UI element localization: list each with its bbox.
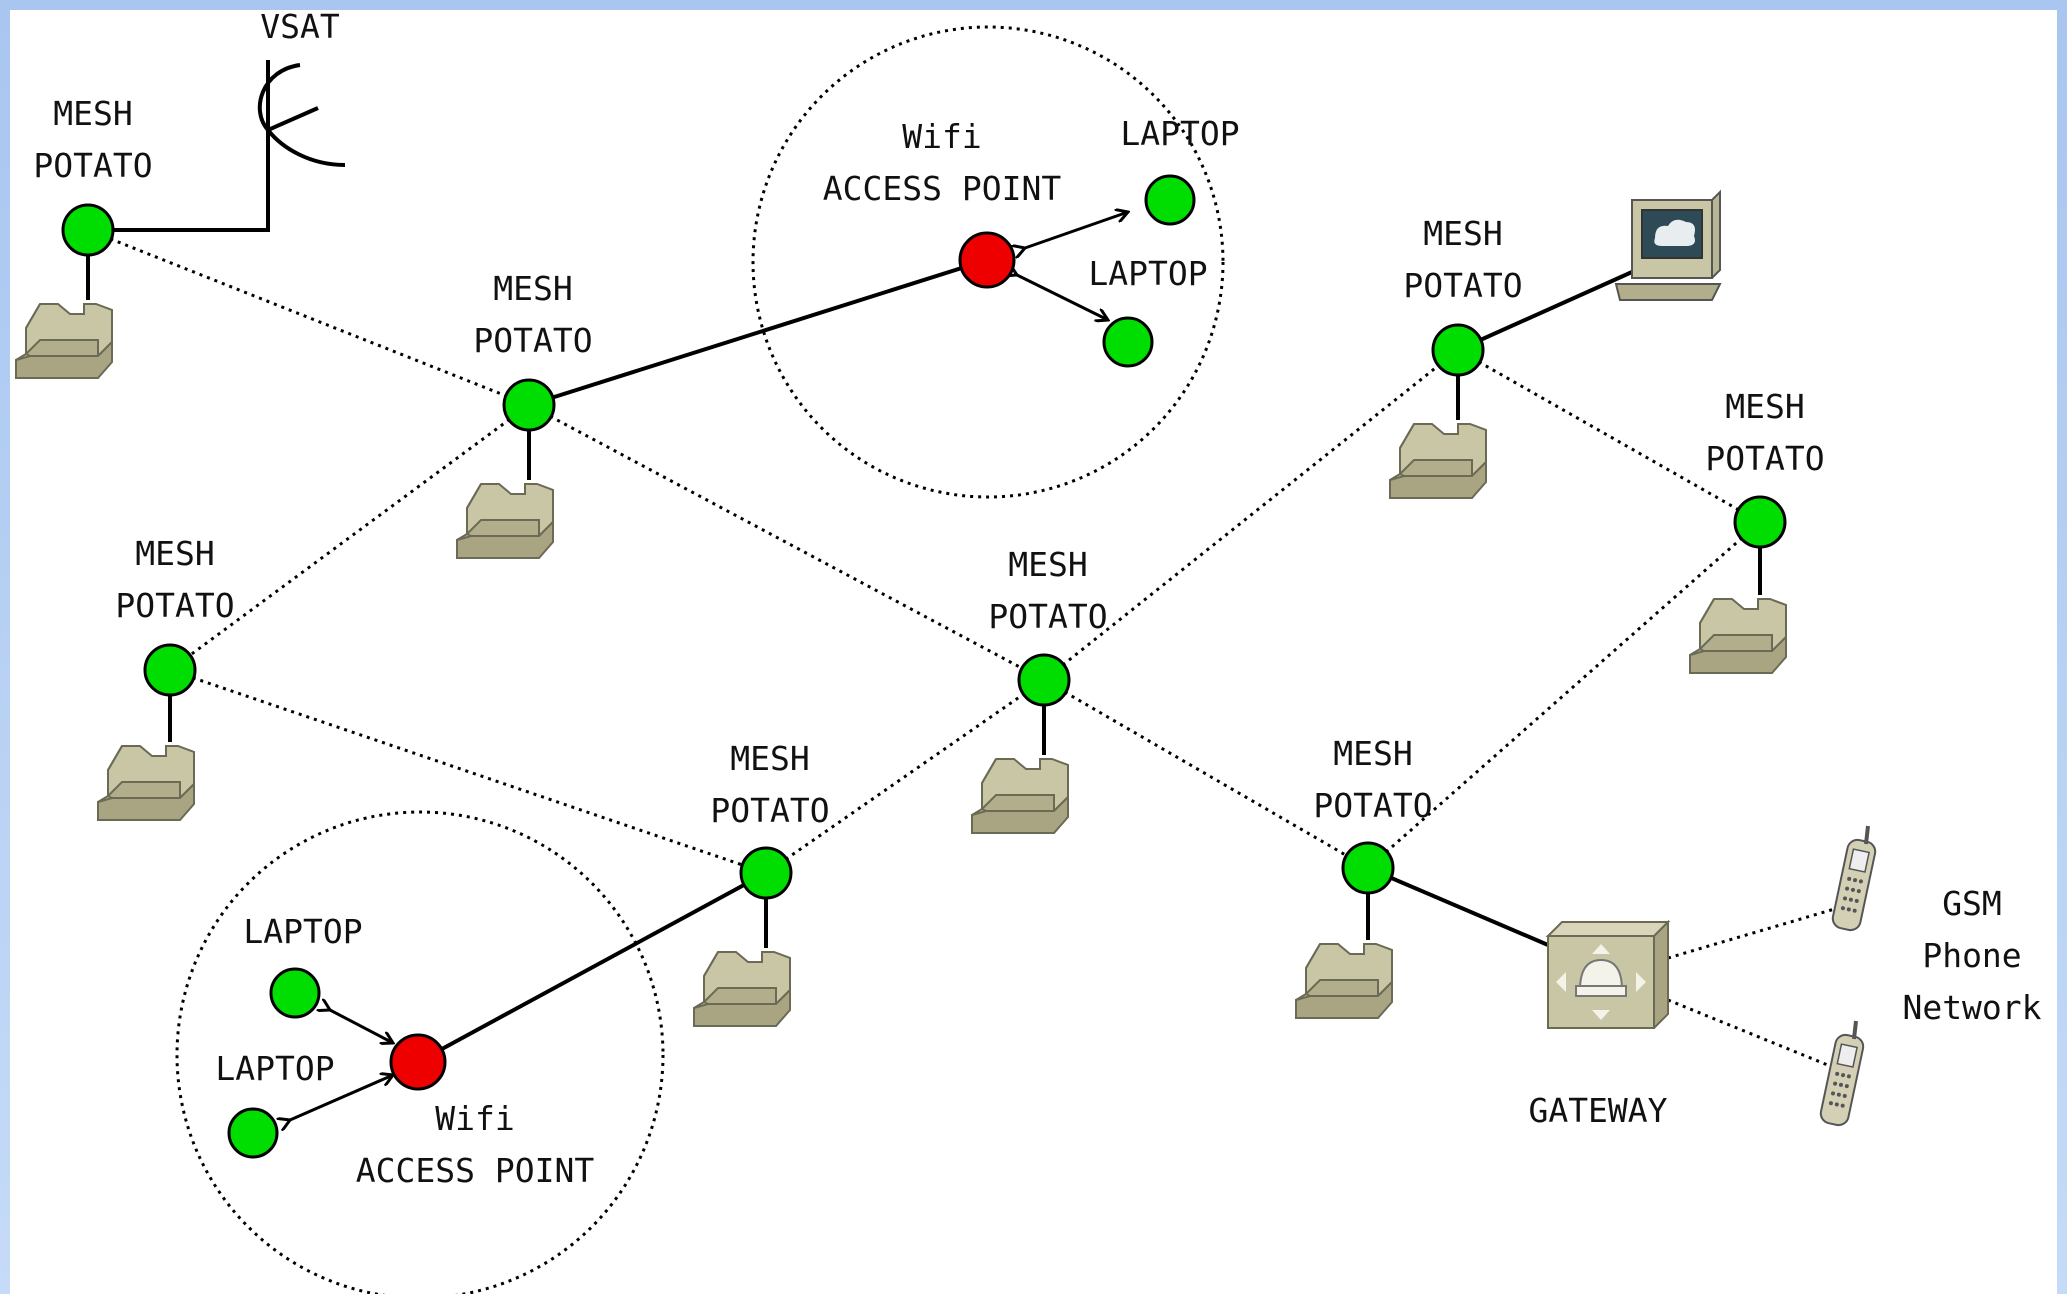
wifi-zone-2 — [175, 810, 665, 1294]
desk-phone-icon — [971, 758, 1069, 834]
mp4-label-2: POTATO — [710, 791, 829, 830]
mesh-links — [87, 228, 1856, 1072]
gsm-label-2: Phone — [1922, 936, 2021, 975]
mp5-label-2: POTATO — [988, 597, 1107, 636]
computer-icon — [1614, 189, 1722, 301]
ap1-laptop-1-label: LAPTOP — [1120, 114, 1239, 153]
desk-phone-icon — [1295, 943, 1393, 1019]
mp1-label-2: POTATO — [33, 146, 152, 185]
ap2-label-2: ACCESS POINT — [356, 1151, 595, 1190]
ap1-label-2: ACCESS POINT — [823, 169, 1062, 208]
mp2-label-1: MESH — [493, 269, 572, 308]
desk-phone-icon — [1389, 423, 1487, 499]
mesh-nodes — [61, 174, 1787, 1159]
gateway-phone-icon — [1545, 919, 1671, 1029]
access-point-node-ap2 — [389, 1033, 447, 1091]
vsat-label: VSAT — [260, 10, 340, 46]
ap2-label-1: Wifi — [435, 1099, 514, 1138]
desk-phone-icon — [1689, 598, 1787, 674]
mp2-label-2: POTATO — [473, 321, 592, 360]
mp5-label-1: MESH — [1008, 545, 1087, 584]
mp4-label-1: MESH — [730, 739, 809, 778]
mesh-node-mp5 — [1017, 653, 1071, 707]
laptop-node — [1144, 174, 1196, 226]
ap2-laptop-1-label: LAPTOP — [243, 912, 362, 951]
laptop-node — [269, 967, 321, 1019]
wifi-arrows — [290, 212, 1128, 1120]
mp8-label-2: POTATO — [1705, 439, 1824, 478]
mp1-label-1: MESH — [53, 94, 132, 133]
mesh-node-mp8 — [1733, 495, 1787, 549]
ap2-laptop-2-label: LAPTOP — [215, 1049, 334, 1088]
mp3-label-2: POTATO — [115, 586, 234, 625]
desk-phone-icon — [97, 745, 195, 821]
mesh-node-mp7 — [1431, 323, 1485, 377]
wifi-zone-1 — [751, 25, 1225, 499]
access-point-node-ap1 — [958, 231, 1016, 289]
laptop-node — [227, 1107, 279, 1159]
diagram-labels: VSAT MESH POTATO MESH POTATO MESH POTATO… — [33, 10, 2041, 1190]
ap1-laptop-2-label: LAPTOP — [1088, 254, 1207, 293]
mp6-label-2: POTATO — [1313, 786, 1432, 825]
mp6-label-1: MESH — [1333, 734, 1412, 773]
mesh-node-mp4 — [739, 846, 793, 900]
desk-phone-icon — [693, 951, 791, 1027]
mp3-label-1: MESH — [135, 534, 214, 573]
desk-phone-icon — [456, 483, 554, 559]
mobile-phone-icons — [1816, 824, 1880, 1129]
mesh-node-mp6 — [1341, 841, 1395, 895]
mesh-node-mp1 — [61, 203, 115, 257]
mesh-network-diagram: VSAT MESH POTATO MESH POTATO MESH POTATO… — [15, 10, 2042, 1294]
mobile-phone-icon — [1828, 824, 1880, 934]
gsm-label-1: GSM — [1942, 884, 2002, 923]
desk-phone-icon — [15, 303, 113, 379]
mp7-label-1: MESH — [1423, 214, 1502, 253]
vsat-antenna-icon — [257, 63, 346, 167]
ap1-label-1: Wifi — [902, 117, 981, 156]
gsm-label-3: Network — [1902, 988, 2041, 1027]
diagram-canvas: VSAT MESH POTATO MESH POTATO MESH POTATO… — [10, 10, 2057, 1294]
mp7-label-2: POTATO — [1403, 266, 1522, 305]
mp8-label-1: MESH — [1725, 387, 1804, 426]
laptop-node — [1102, 316, 1154, 368]
mesh-node-mp3 — [143, 643, 197, 697]
mobile-phone-icon — [1816, 1019, 1868, 1129]
gateway-label: GATEWAY — [1528, 1091, 1667, 1130]
mesh-node-mp2 — [502, 378, 556, 432]
